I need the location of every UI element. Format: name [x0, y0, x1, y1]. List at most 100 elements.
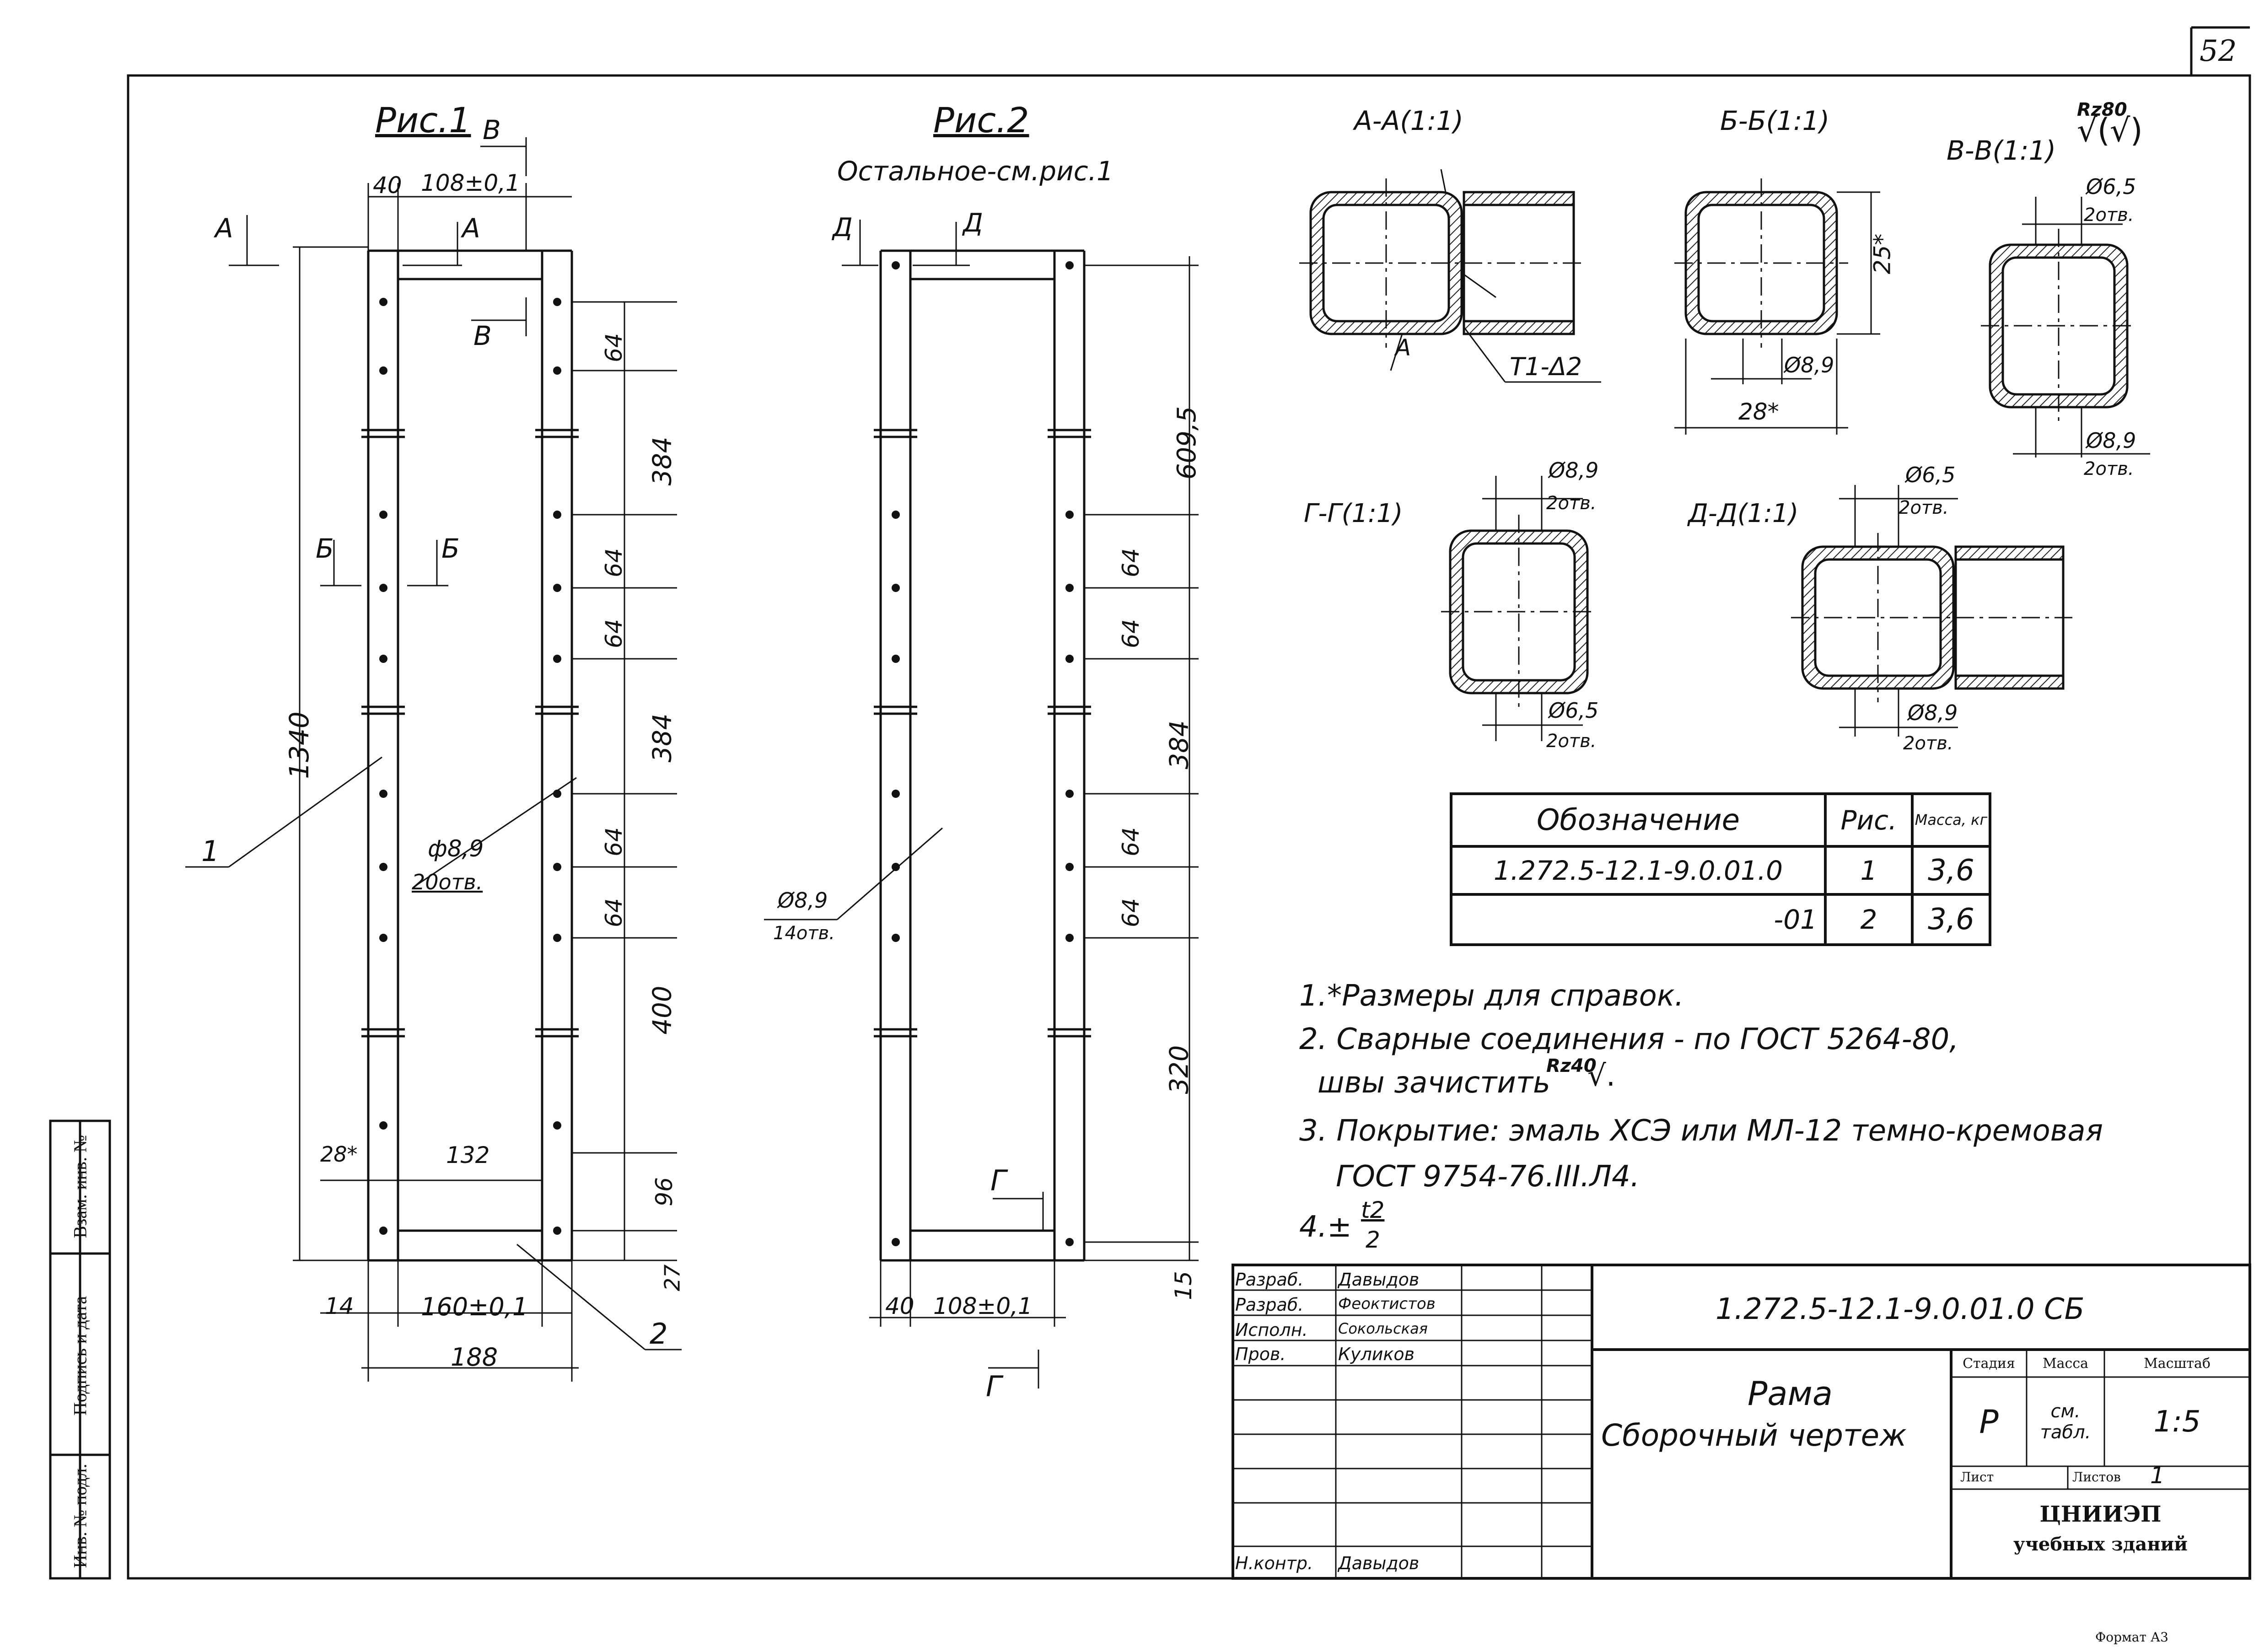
section-dd-hole2: Ø8,9: [1908, 700, 1958, 725]
tb-stage: Р: [1979, 1403, 1999, 1441]
tb-name-line2: Сборочный чертеж: [1601, 1418, 1907, 1453]
fig1-mark-b-right: Б: [441, 533, 460, 564]
fig2-title: Рис.2: [933, 100, 1029, 140]
tb-sheet-label: Лист: [1960, 1469, 1994, 1485]
spec-row2-mass: 3,6: [1928, 903, 1974, 936]
fig1-dim-108: 108±0,1: [421, 170, 520, 196]
section-gg-title: Г-Г(1:1): [1304, 499, 1403, 528]
tb-role-3: Исполн.: [1235, 1320, 1308, 1340]
fig2-dim-64d: 64: [1117, 898, 1144, 927]
fig1-mark-b-left: Б: [316, 533, 334, 564]
tb-org-name: ЦНИИЭП: [2039, 1501, 2162, 1527]
tb-scale: 1:5: [2153, 1404, 2201, 1439]
tb-hdr-mass: Масса: [2042, 1355, 2089, 1372]
section-bb-d25: 25*: [1869, 233, 1896, 274]
fig1-dim-64b: 64: [600, 548, 627, 577]
tb-hdr-scale: Масштаб: [2144, 1355, 2211, 1372]
spec-row2-fig: 2: [1860, 904, 1877, 935]
note-2b: швы зачистить: [1318, 1066, 1550, 1100]
note-2-rz: Rz40: [1546, 1055, 1597, 1076]
section-aa-mark: А: [1395, 334, 1411, 361]
stamp-vzam-inv: Взам. инв. №: [70, 1135, 91, 1238]
fig2-dim-64b: 64: [1117, 619, 1144, 648]
tb-hdr-stage: Стадия: [1963, 1355, 2015, 1372]
section-vv-title: В-В(1:1): [1947, 135, 2056, 166]
fig2-mark-g-bottom: Г: [986, 1370, 1002, 1403]
note-2a: 2. Сварные соединения - по ГОСТ 5264-80,: [1299, 1022, 1959, 1056]
sheet-format: Формат А3: [2095, 1630, 2168, 1645]
section-gg-hole1-count: 2отв.: [1546, 493, 1597, 514]
tb-name-1: Давыдов: [1338, 1270, 1420, 1290]
fig1-leader-2: 2: [650, 1317, 668, 1351]
section-vv-roughness: √(√): [2077, 112, 2143, 149]
fig2-dim-64c: 64: [1117, 827, 1144, 856]
tb-name-3: Сокольская: [1338, 1320, 1428, 1337]
tb-doc-code: 1.272.5-12.1-9.0.01.0 СБ: [1716, 1292, 2085, 1326]
fig2-holes-count: 14отв.: [773, 923, 835, 944]
fig1-mark-v-top: В: [483, 114, 501, 145]
spec-row1-fig: 1: [1860, 855, 1877, 886]
fig2-note: Остальное-см.рис.1: [837, 156, 1113, 187]
section-gg-hole1: Ø8,9: [1549, 458, 1599, 483]
spec-row1-mass: 3,6: [1928, 853, 1974, 888]
fig2-dim-15: 15: [1170, 1271, 1197, 1300]
fig2-dim-40: 40: [885, 1293, 914, 1319]
tb-sheets-label: Листов: [2072, 1469, 2121, 1485]
spec-header-designation: Обозначение: [1536, 803, 1740, 837]
fig1-dim-384b: 384: [647, 713, 678, 763]
spec-header-mass: Масса, кг: [1915, 811, 1988, 829]
fig1-mark-a-mid: А: [462, 213, 480, 244]
fig2-dim-6095: 609,5: [1172, 406, 1202, 480]
fig1-holes: ф8,9: [428, 835, 484, 862]
section-gg-hole2-count: 2отв.: [1546, 731, 1597, 752]
note-3a: 3. Покрытие: эмаль ХСЭ или МЛ-12 темно-к…: [1299, 1114, 2103, 1148]
section-dd-hole1-count: 2отв.: [1899, 497, 1949, 518]
note-4a: 4.±: [1299, 1210, 1352, 1244]
tb-name-4: Куликов: [1338, 1344, 1415, 1364]
fig1-dim-1340: 1340: [283, 711, 315, 779]
spec-header-fig: Рис.: [1840, 804, 1897, 836]
fig1-dim-160: 160±0,1: [421, 1292, 528, 1321]
section-dd-hole1: Ø6,5: [1905, 463, 1956, 487]
spec-row2-designation: -01: [1774, 904, 1817, 935]
note-4-den: 2: [1366, 1227, 1380, 1253]
fig2-dim-384: 384: [1164, 720, 1194, 769]
fig1-title: Рис.1: [375, 100, 471, 140]
fig1-dim-384a: 384: [647, 436, 678, 486]
spec-row1-designation: 1.272.5-12.1-9.0.01.0: [1493, 855, 1783, 886]
fig2-mark-d-mid: Д: [963, 208, 983, 238]
page-number: 52: [2200, 34, 2237, 68]
tb-role-2: Разраб.: [1235, 1295, 1304, 1315]
note-4-num: t2: [1361, 1197, 1385, 1223]
fig1-holes-count: 20отв.: [412, 870, 483, 894]
fig1-dim-27: 27: [660, 1264, 685, 1291]
fig2-dim-64a: 64: [1117, 548, 1144, 577]
fig1-dim-96: 96: [651, 1177, 678, 1206]
fig1-dim-28: 28*: [320, 1142, 358, 1167]
section-bb-hole: Ø8,9: [1784, 353, 1834, 377]
section-vv-rz: Rz80: [2077, 99, 2127, 120]
note-2-roughness-icon: √.: [1587, 1059, 1616, 1093]
fig2-dim-320: 320: [1164, 1045, 1194, 1094]
section-dd-hole2-count: 2отв.: [1903, 733, 1953, 754]
fig2-holes: Ø8,9: [778, 888, 828, 913]
fig2-mark-g-top: Г: [990, 1164, 1006, 1197]
fig1-dim-188: 188: [451, 1343, 498, 1372]
fig1-mark-v-mid: В: [473, 320, 492, 351]
fig1-dim-14: 14: [325, 1293, 354, 1319]
tb-role-1: Разраб.: [1235, 1270, 1304, 1290]
stamp-podpis-data: Подпись и дата: [70, 1296, 91, 1416]
tb-name-5: Давыдов: [1338, 1553, 1420, 1573]
fig1-dim-64d: 64: [600, 827, 627, 856]
fig1-dim-64a: 64: [600, 333, 627, 362]
section-vv-hole2-count: 2отв.: [2084, 458, 2134, 479]
section-aa-title: А-А(1:1): [1354, 105, 1463, 136]
note-3b: ГОСТ 9754-76.III.Л4.: [1336, 1160, 1640, 1194]
fig1-dim-64e: 64: [600, 898, 627, 927]
note-1: 1.*Размеры для справок.: [1299, 979, 1684, 1013]
fig1-dim-64c: 64: [600, 619, 627, 648]
tb-role-5: Н.контр.: [1235, 1553, 1313, 1573]
fig2-dim-108: 108±0,1: [933, 1293, 1033, 1319]
